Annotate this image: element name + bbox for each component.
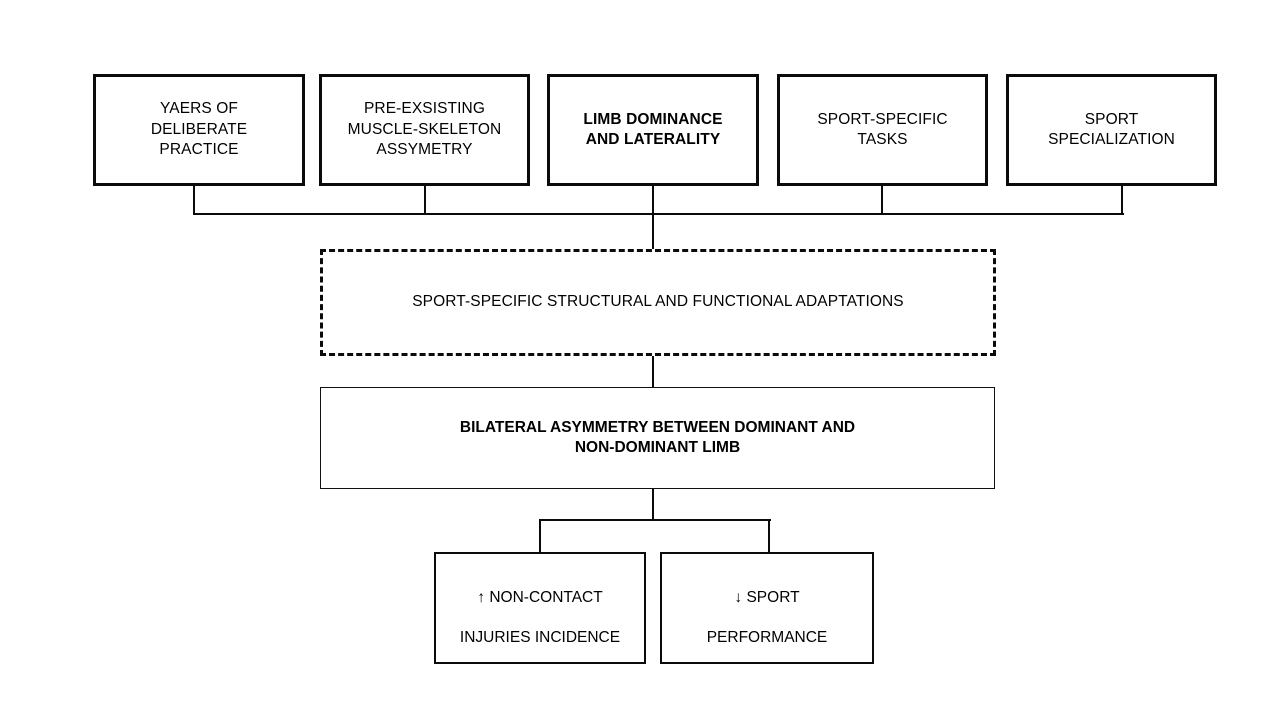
down-arrow-icon: ↓ bbox=[734, 588, 743, 606]
connector-drop-tasks bbox=[881, 186, 884, 215]
node-label: ↓ SPORT PERFORMANCE bbox=[701, 567, 834, 649]
node-label-line-2: PERFORMANCE bbox=[706, 629, 828, 647]
node-pre-existing-asymmetry: PRE-EXSISTING MUSCLE-SKELETON ASSYMETRY bbox=[319, 74, 530, 186]
node-limb-dominance-laterality: LIMB DOMINANCE AND LATERALITY bbox=[547, 74, 759, 186]
node-sport-specific-tasks: SPORT-SPECIFIC TASKS bbox=[777, 74, 988, 186]
connector-adaptations-to-asymmetry bbox=[652, 353, 655, 389]
node-label: SPORT-SPECIFIC STRUCTURAL AND FUNCTIONAL… bbox=[412, 293, 904, 311]
node-label-line-2: INJURIES INCIDENCE bbox=[459, 629, 621, 647]
node-sport-performance: ↓ SPORT PERFORMANCE bbox=[660, 552, 874, 664]
connector-drop-years bbox=[193, 186, 196, 215]
up-arrow-icon: ↑ bbox=[477, 588, 486, 606]
node-label: BILATERAL ASYMMETRY BETWEEN DOMINANT AND… bbox=[459, 418, 856, 456]
node-non-contact-injuries: ↑ NON-CONTACT INJURIES INCIDENCE bbox=[434, 552, 646, 664]
node-label: ↑ NON-CONTACT INJURIES INCIDENCE bbox=[454, 567, 626, 649]
node-label: YAERS OF DELIBERATE PRACTICE bbox=[150, 100, 248, 159]
node-label: SPORT-SPECIFIC TASKS bbox=[817, 110, 948, 148]
node-sport-specialization: SPORT SPECIALIZATION bbox=[1006, 74, 1217, 186]
node-sport-specific-adaptations: SPORT-SPECIFIC STRUCTURAL AND FUNCTIONAL… bbox=[320, 249, 996, 356]
connector-bus-outcomes bbox=[539, 519, 771, 522]
connector-drop-limb-dominance bbox=[652, 186, 655, 215]
node-label: SPORT SPECIALIZATION bbox=[1048, 110, 1175, 148]
node-label-line-1: NON-CONTACT bbox=[485, 588, 603, 606]
connector-bus-to-performance bbox=[768, 519, 771, 553]
connector-bus-to-adaptations bbox=[652, 213, 655, 252]
connector-drop-preexisting bbox=[424, 186, 427, 215]
connector-drop-specialization bbox=[1121, 186, 1124, 215]
node-label-line-1: SPORT bbox=[742, 588, 800, 606]
connector-bus-top bbox=[193, 213, 1124, 216]
node-years-of-deliberate-practice: YAERS OF DELIBERATE PRACTICE bbox=[93, 74, 305, 186]
connector-bus-to-injuries bbox=[539, 519, 542, 553]
node-label: LIMB DOMINANCE AND LATERALITY bbox=[583, 110, 723, 148]
connector-asymmetry-drop bbox=[652, 488, 655, 521]
node-bilateral-asymmetry: BILATERAL ASYMMETRY BETWEEN DOMINANT AND… bbox=[320, 387, 995, 489]
node-label: PRE-EXSISTING MUSCLE-SKELETON ASSYMETRY bbox=[347, 100, 502, 159]
